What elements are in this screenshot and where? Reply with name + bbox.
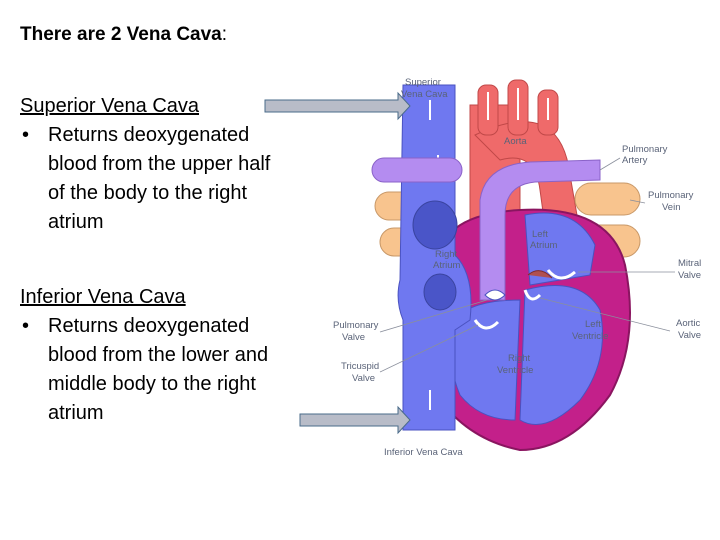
label-aortic-valve-2: Valve — [678, 330, 701, 341]
label-pointers — [379, 157, 675, 373]
label-left-atrium-2: Atrium — [530, 240, 558, 251]
inferior-bullet-text: Returns deoxygenated blood from the lowe… — [48, 312, 320, 428]
superior-section: Superior Vena Cava • Returns deoxygenate… — [20, 92, 320, 237]
superior-bullet: • Returns deoxygenated blood from the up… — [20, 121, 320, 237]
left-atrium-chamber — [524, 212, 596, 286]
valves — [473, 269, 576, 330]
bullet-line: atrium — [48, 211, 104, 233]
label-tricuspid-valve-2: Valve — [352, 373, 375, 384]
superior-heading: Superior Vena Cava — [20, 95, 200, 117]
bullet-line: of the body to the right — [48, 182, 248, 204]
bullet-line: Returns deoxygenated — [48, 124, 250, 146]
label-right-atrium-1: Right — [435, 249, 458, 260]
label-pulmonary-vein-2: Vein — [662, 202, 681, 213]
superior-bullet-text: Returns deoxygenated blood from the uppe… — [48, 121, 320, 237]
label-pulmonary-valve-1: Pulmonary — [333, 320, 379, 331]
bullet-line: atrium — [48, 402, 104, 424]
bullet-dot: • — [22, 124, 30, 146]
diagram-labels: Superior Vena Cava Aorta Pulmonary Arter… — [333, 77, 701, 458]
label-pulmonary-artery-2: Artery — [622, 155, 648, 166]
left-ventricle-chamber — [519, 285, 603, 425]
slide-title: There are 2 Vena Cava: — [20, 24, 227, 46]
callout-arrows — [264, 91, 411, 435]
label-mitral-valve-2: Valve — [678, 270, 701, 281]
superior-callout-arrow — [264, 91, 411, 121]
label-superior-vena-cava-1: Superior — [405, 77, 441, 88]
bullet-line: blood from the lower and — [48, 344, 269, 366]
bullet-dot: • — [22, 315, 30, 337]
label-right-atrium-2: Atrium — [433, 260, 461, 271]
label-left-ventricle-2: Ventricle — [572, 331, 608, 342]
label-aortic-valve-1: Aortic — [676, 318, 701, 329]
label-mitral-valve-1: Mitral — [678, 258, 701, 269]
label-inferior-vena-cava: Inferior Vena Cava — [384, 447, 463, 458]
bullet-line: Returns deoxygenated — [48, 315, 250, 337]
label-pulmonary-valve-2: Valve — [342, 332, 365, 343]
bullet-line: middle body to the right — [48, 373, 256, 395]
label-left-ventricle-1: Left — [585, 319, 601, 330]
slide-title-main: There are 2 Vena Cava — [20, 24, 222, 45]
inferior-bullet: • Returns deoxygenated blood from the lo… — [20, 312, 320, 428]
bullet-line: blood from the upper half — [48, 153, 271, 175]
inferior-callout-arrow — [299, 405, 411, 435]
label-pulmonary-artery-1: Pulmonary — [622, 144, 668, 155]
label-superior-vena-cava-2: Vena Cava — [401, 89, 448, 100]
inferior-heading: Inferior Vena Cava — [20, 286, 186, 308]
label-pulmonary-vein-1: Pulmonary — [648, 190, 694, 201]
inferior-section: Inferior Vena Cava • Returns deoxygenate… — [20, 283, 320, 428]
label-right-ventricle-1: Right — [508, 353, 531, 364]
label-tricuspid-valve-1: Tricuspid — [341, 361, 379, 372]
label-right-ventricle-2: Ventricle — [497, 365, 533, 376]
label-aorta: Aorta — [504, 136, 527, 147]
label-left-atrium-1: Left — [532, 229, 548, 240]
slide-title-colon: : — [221, 24, 228, 45]
